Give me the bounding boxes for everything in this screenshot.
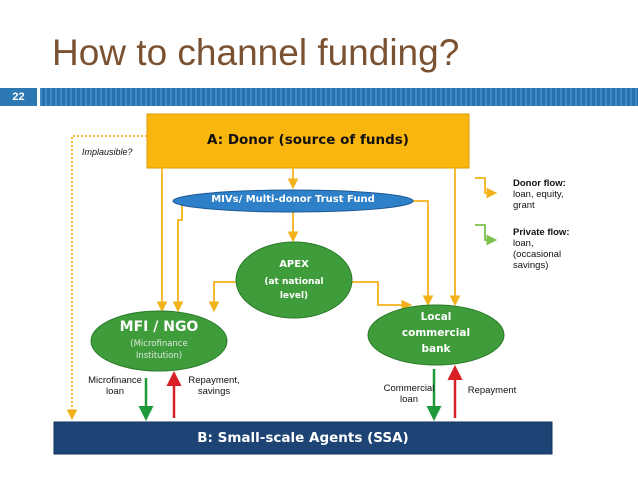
flow-mivs-mfi xyxy=(172,201,184,313)
flow-apex-bank xyxy=(350,281,413,311)
apex-node xyxy=(235,241,353,319)
slide-title: How to channel funding? xyxy=(52,32,460,73)
mfi-subtitle-2: Institution) xyxy=(135,351,183,361)
repayment-savings-label-2: savings xyxy=(197,386,231,397)
mivs-node xyxy=(172,189,414,213)
bank-line-1: Local xyxy=(420,311,452,323)
legend-donor-flow-icon xyxy=(475,177,498,199)
apex-title: APEX xyxy=(279,259,309,270)
implausible-flow-line xyxy=(66,135,147,421)
mfi-title: MFI / NGO xyxy=(119,319,199,335)
microfinance-loan-label-2: loan xyxy=(106,386,124,397)
flow-mivs-bank xyxy=(408,200,434,307)
legend-private-title: Private flow: xyxy=(513,227,570,238)
header-bar xyxy=(40,88,638,106)
bank-node xyxy=(367,304,505,366)
implausible-label: Implausible? xyxy=(82,147,133,157)
mivs-label: MIVs/ Multi-donor Trust Fund xyxy=(211,194,375,205)
legend-private-line-2: (occasional xyxy=(513,249,562,260)
commercial-loan-label-1: Commercial xyxy=(383,383,435,394)
bank-line-3: bank xyxy=(421,343,451,355)
ssa-box xyxy=(53,421,553,455)
mfi-subtitle-1: (Microfinance xyxy=(130,339,188,349)
slide-number: 22 xyxy=(0,88,37,106)
mfi-node xyxy=(90,310,228,372)
donor-label: A: Donor (source of funds) xyxy=(207,132,409,148)
legend-donor-title: Donor flow: xyxy=(513,178,566,189)
apex-subtitle-1: (at national xyxy=(264,277,324,287)
repayment-savings-label-1: Repayment, xyxy=(188,375,240,386)
legend-private-flow-icon xyxy=(475,224,498,246)
legend-donor-line-1: loan, equity, xyxy=(513,189,564,200)
ssa-label: B: Small-scale Agents (SSA) xyxy=(197,430,409,446)
bank-line-2: commercial xyxy=(401,327,471,339)
microfinance-loan-label-1: Microfinance xyxy=(88,375,142,386)
legend-private-line-3: savings) xyxy=(513,260,549,271)
donor-box xyxy=(146,113,470,169)
legend-private-line-1: loan, xyxy=(513,238,534,249)
legend-donor-line-2: grant xyxy=(513,200,535,211)
repayment-label: Repayment xyxy=(467,385,517,396)
apex-subtitle-2: level) xyxy=(279,291,309,301)
commercial-loan-label-2: loan xyxy=(400,394,418,405)
flow-apex-mfi xyxy=(208,281,237,313)
